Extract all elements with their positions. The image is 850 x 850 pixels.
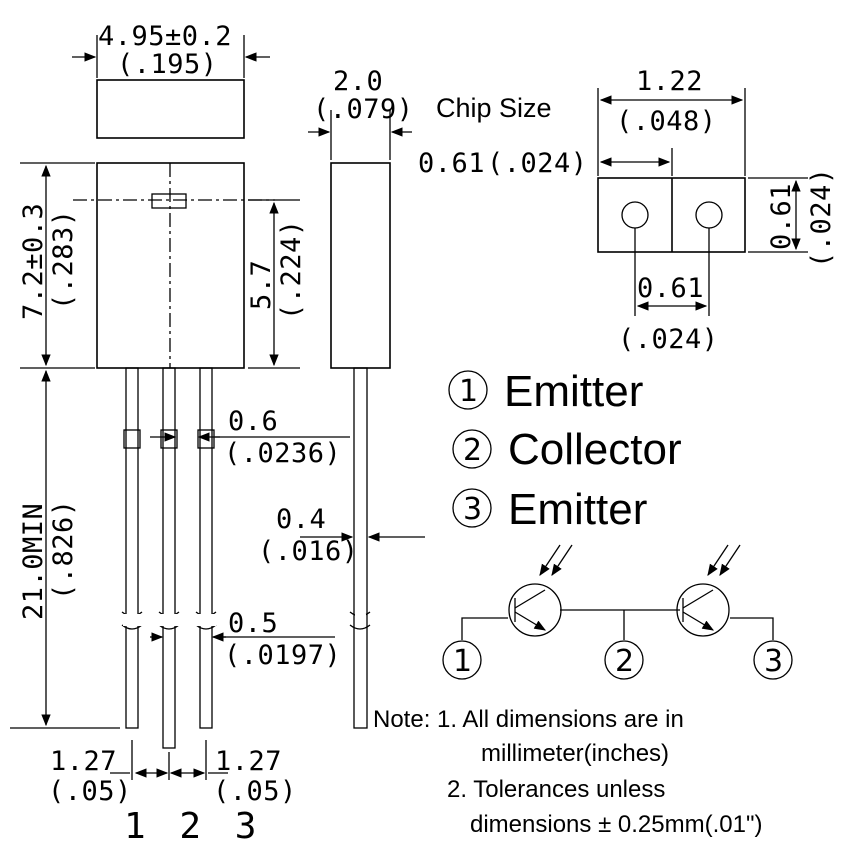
lead-3: [199, 367, 213, 729]
pad-pitch-mm-label: 0.61: [637, 273, 704, 304]
pin-legend: 1 Emitter 2 Collector 3 Emitter: [448, 367, 682, 534]
chip-size-view: Chip Size 1.22 (.048) 0.61 (.024) 0.61 (…: [418, 66, 837, 355]
chip-size-title: Chip Size: [436, 93, 552, 123]
lead-1: [125, 367, 139, 729]
schematic-pin-1-label: 1: [453, 644, 472, 679]
notes: Note: 1. All dimensions are in millimete…: [373, 706, 762, 838]
legend-label-1: Emitter: [504, 367, 643, 416]
schematic-pin-2-label: 2: [615, 644, 634, 679]
schematic-pin-3-label: 3: [764, 644, 783, 679]
height-mm-label: 7.2±0.3: [18, 203, 49, 320]
pitch-right-in-label: (.05): [213, 776, 297, 807]
window-in-label: (.224): [276, 219, 307, 320]
pitch-left-mm-label: 1.27: [50, 746, 117, 777]
depth-mm-label: 2.0: [333, 66, 383, 97]
lead-2: [162, 367, 176, 749]
lead-w1-in-label: (.0236): [224, 438, 341, 469]
side-view-body: [330, 162, 391, 369]
schematic-pin-1: [442, 640, 482, 680]
top-view-body: [96, 79, 245, 139]
schematic-pin-2: [604, 640, 644, 680]
schematic: 1 2 3: [442, 544, 793, 680]
legend-label-2: Collector: [508, 425, 682, 474]
pad-left: [621, 201, 649, 229]
pad-right: [695, 201, 723, 229]
lead-length-in-label: (.826): [48, 499, 79, 600]
lead-w2-in-label: (.0197): [224, 640, 341, 671]
note-1-line-2: millimeter(inches): [481, 740, 669, 767]
lead-w1-mm-label: 0.6: [228, 406, 278, 437]
pitch-left-in-label: (.05): [48, 776, 132, 807]
phototransistor-1: [508, 583, 562, 637]
lead-w2-mm-label: 0.5: [228, 608, 278, 639]
legend-num-2: 2: [463, 433, 482, 468]
chip-height-in-label: (.024): [806, 167, 837, 268]
window-mm-label: 5.7: [246, 260, 277, 310]
note-1-line-1: Note: 1. All dimensions are in: [373, 706, 684, 733]
lead-t-mm-label: 0.4: [276, 504, 326, 535]
legend-num-1: 1: [459, 374, 478, 409]
pin-numbers: 1 2 3: [124, 806, 262, 847]
depth-in-label: (.079): [313, 94, 414, 125]
side-view: 2.0 (.079) 0.4 (.016): [258, 66, 425, 729]
top-view: 4.95±0.2 (.195): [72, 21, 270, 139]
chip-half-in-label: (.024): [487, 148, 588, 179]
side-lead: [353, 367, 368, 729]
width-in-label: (.195): [117, 49, 218, 80]
legend-num-3: 3: [463, 492, 482, 527]
height-in-label: (.283): [48, 209, 79, 310]
chip-height-mm-label: 0.61: [766, 183, 797, 250]
legend-label-3: Emitter: [508, 485, 647, 534]
note-2-line-1: 2. Tolerances unless: [447, 776, 665, 803]
legend-circle-3: [452, 488, 492, 528]
note-2-line-2: dimensions ± 0.25mm(.01"): [470, 811, 762, 838]
pitch-right-mm-label: 1.27: [215, 746, 282, 777]
lead-length-mm-label: 21.0MIN: [18, 503, 49, 620]
pad-pitch-in-label: (.024): [618, 324, 719, 355]
chip-width-mm-label: 1.22: [636, 66, 703, 97]
lead-t-in-label: (.016): [258, 536, 359, 567]
schematic-pin-3: [753, 640, 793, 680]
chip-width-in-label: (.048): [616, 106, 717, 137]
width-mm-label: 4.95±0.2: [98, 21, 232, 52]
phototransistor-2: [676, 583, 730, 637]
front-view: 7.2±0.3 (.283) 5.7 (.224) 21.0MIN (.826)…: [10, 162, 350, 847]
legend-circle-2: [452, 429, 492, 469]
legend-circle-1: [448, 370, 488, 410]
chip-half-mm-label: 0.61: [418, 148, 485, 179]
chip-window: [151, 193, 187, 209]
